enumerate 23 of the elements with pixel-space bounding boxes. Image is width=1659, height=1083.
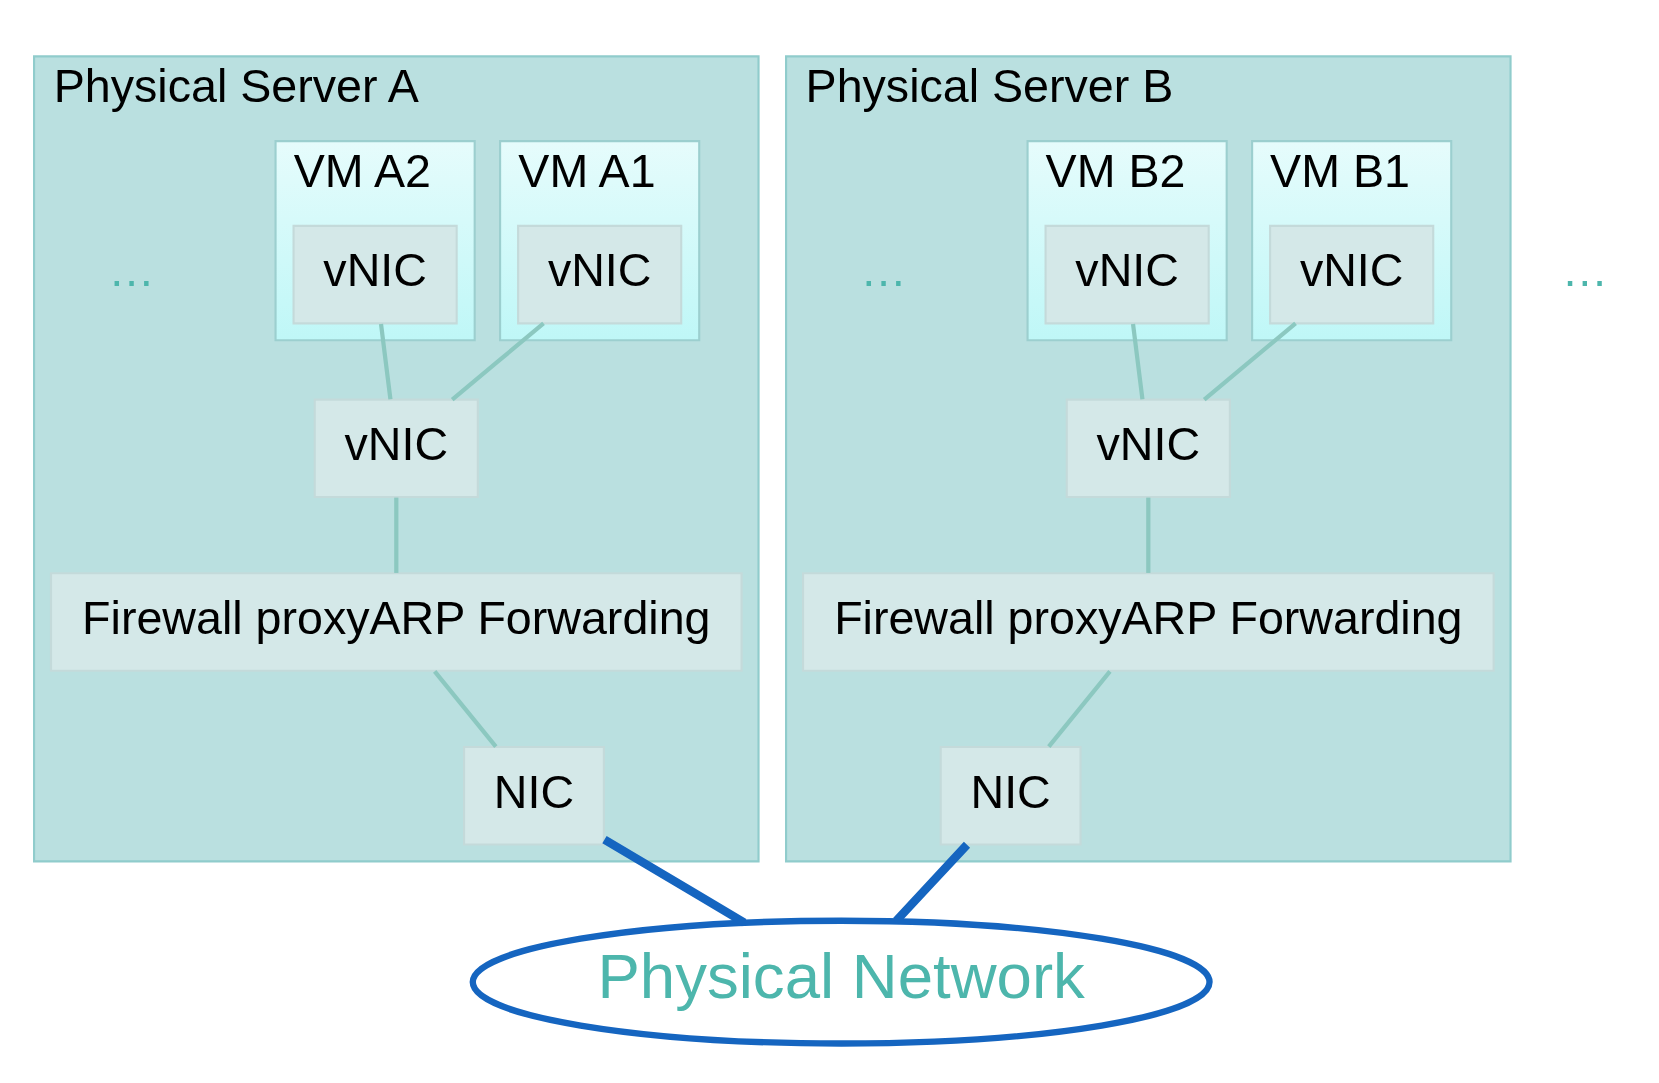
connector: [1130, 323, 1145, 400]
label: …: [860, 244, 907, 297]
connector: [1202, 321, 1297, 402]
connector: [450, 321, 545, 402]
node-ellipse: Physical Network: [469, 917, 1213, 1047]
node-box: vNIC: [313, 398, 479, 499]
node-box: vNIC: [1065, 398, 1231, 499]
label: …: [108, 244, 155, 297]
label: …: [1561, 244, 1608, 297]
connector: [1146, 497, 1151, 573]
node-box: vNIC: [1044, 224, 1210, 325]
node-box: Firewall proxyARP Forwarding: [801, 572, 1495, 672]
connector: [1047, 670, 1112, 748]
node-box: vNIC: [292, 224, 458, 325]
node-box: NIC: [463, 745, 605, 846]
connector: [378, 323, 393, 400]
connector: [394, 497, 399, 573]
connector: [433, 670, 498, 748]
node-box: Firewall proxyARP Forwarding: [49, 572, 743, 672]
node-box: NIC: [939, 745, 1082, 846]
connector: [602, 836, 747, 927]
node-box: vNIC: [517, 224, 683, 325]
node-box: vNIC: [1269, 224, 1435, 325]
